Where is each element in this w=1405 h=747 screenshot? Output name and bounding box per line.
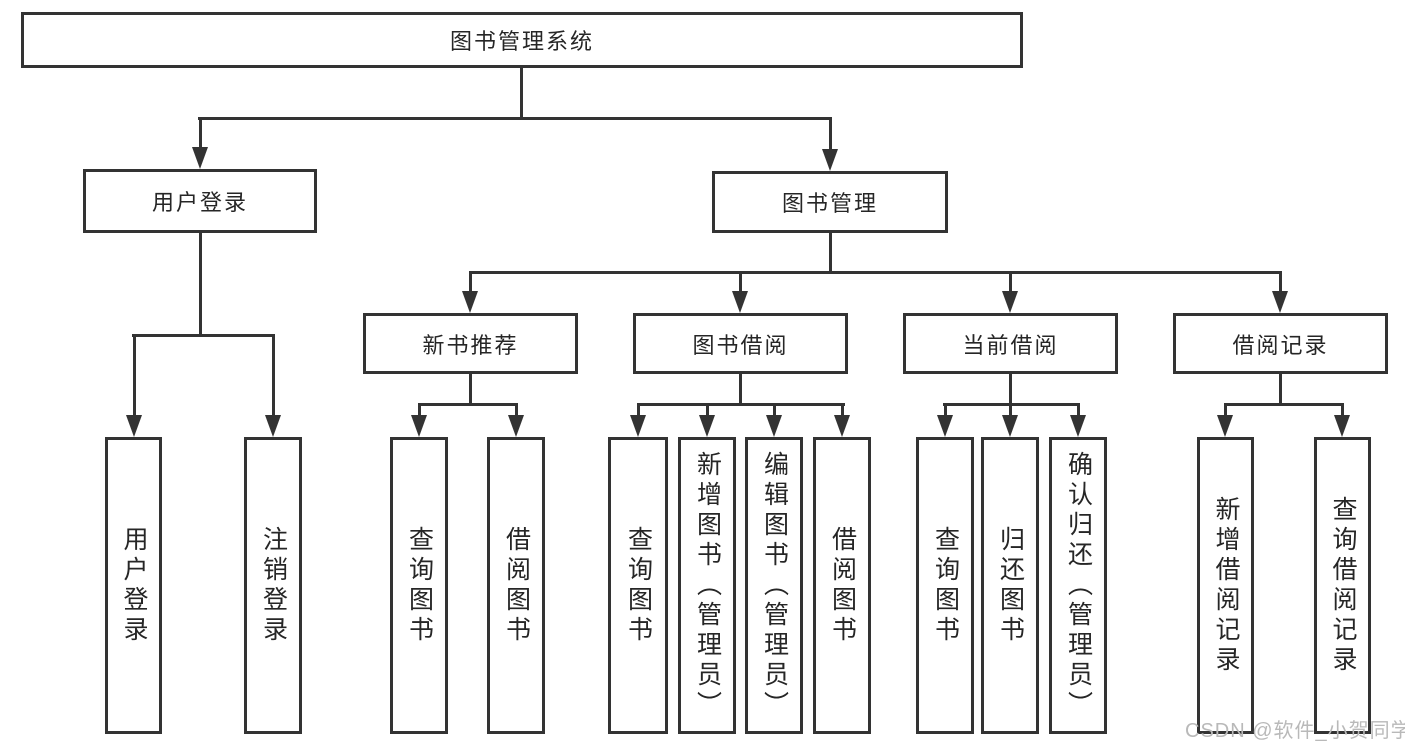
connector-line (198, 117, 832, 120)
arrow-down-icon (192, 147, 208, 169)
connector-line (1009, 271, 1012, 292)
arrow-down-icon (126, 415, 142, 437)
node-book-management: 图书管理 (712, 171, 948, 233)
connector-line (1341, 403, 1344, 415)
connector-line (469, 271, 1282, 274)
connector-line (199, 232, 202, 334)
arrow-down-icon (1002, 291, 1018, 313)
arrow-down-icon (265, 415, 281, 437)
connector-line (272, 334, 275, 415)
node-book-borrow: 图书借阅 (633, 313, 848, 374)
connector-line (1279, 271, 1282, 292)
node-v-logout: 注销登录 (244, 437, 302, 734)
arrow-down-icon (822, 149, 838, 171)
connector-line (1009, 373, 1012, 406)
arrow-down-icon (732, 291, 748, 313)
watermark: CSDN @软件_小贺同学 (1185, 720, 1405, 742)
connector-line (199, 117, 202, 148)
node-v-edit-book: 编辑图书（管理员） (745, 437, 803, 734)
connector-line (637, 403, 640, 415)
connector-line (739, 373, 742, 406)
arrow-down-icon (766, 415, 782, 437)
connector-line (418, 403, 518, 406)
node-v-add-book: 新增图书（管理员） (678, 437, 736, 734)
connector-line (1077, 403, 1080, 415)
node-v-user-login: 用户登录 (105, 437, 162, 734)
node-borrow-records: 借阅记录 (1173, 313, 1388, 374)
arrow-down-icon (1070, 415, 1086, 437)
connector-line (829, 232, 832, 274)
node-root: 图书管理系统 (21, 12, 1023, 68)
connector-line (739, 271, 742, 292)
node-v-borrow-book-nbr: 借阅图书 (487, 437, 545, 734)
node-v-confirm-return: 确认归还（管理员） (1049, 437, 1107, 734)
arrow-down-icon (699, 415, 715, 437)
node-v-query-book-cb: 查询图书 (916, 437, 974, 734)
connector-line (637, 403, 845, 406)
connector-line (1279, 373, 1282, 406)
arrow-down-icon (937, 415, 953, 437)
arrow-down-icon (1272, 291, 1288, 313)
connector-line (841, 403, 844, 415)
arrow-down-icon (1217, 415, 1233, 437)
connector-line (515, 403, 518, 415)
connector-line (944, 403, 947, 415)
node-v-borrow-book-bb: 借阅图书 (813, 437, 871, 734)
connector-line (1224, 403, 1227, 415)
node-user-login: 用户登录 (83, 169, 317, 233)
connector-line (773, 403, 776, 415)
node-v-query-book-bb: 查询图书 (608, 437, 668, 734)
arrow-down-icon (1334, 415, 1350, 437)
arrow-down-icon (1002, 415, 1018, 437)
node-v-return-book: 归还图书 (981, 437, 1039, 734)
node-new-book-recommend: 新书推荐 (363, 313, 578, 374)
node-current-borrow: 当前借阅 (903, 313, 1118, 374)
connector-line (132, 334, 274, 337)
connector-line (520, 67, 523, 119)
connector-line (418, 403, 421, 415)
connector-line (469, 373, 472, 406)
connector-line (706, 403, 709, 415)
connector-line (1009, 403, 1012, 415)
node-v-add-borrow-record: 新增借阅记录 (1197, 437, 1254, 734)
connector-line (1224, 403, 1344, 406)
connector-line (829, 117, 832, 149)
arrow-down-icon (462, 291, 478, 313)
arrow-down-icon (508, 415, 524, 437)
arrow-down-icon (411, 415, 427, 437)
connector-line (469, 271, 472, 292)
node-v-query-book-nbr: 查询图书 (390, 437, 448, 734)
connector-line (133, 334, 136, 415)
arrow-down-icon (834, 415, 850, 437)
node-v-query-borrow-record: 查询借阅记录 (1314, 437, 1371, 734)
arrow-down-icon (630, 415, 646, 437)
